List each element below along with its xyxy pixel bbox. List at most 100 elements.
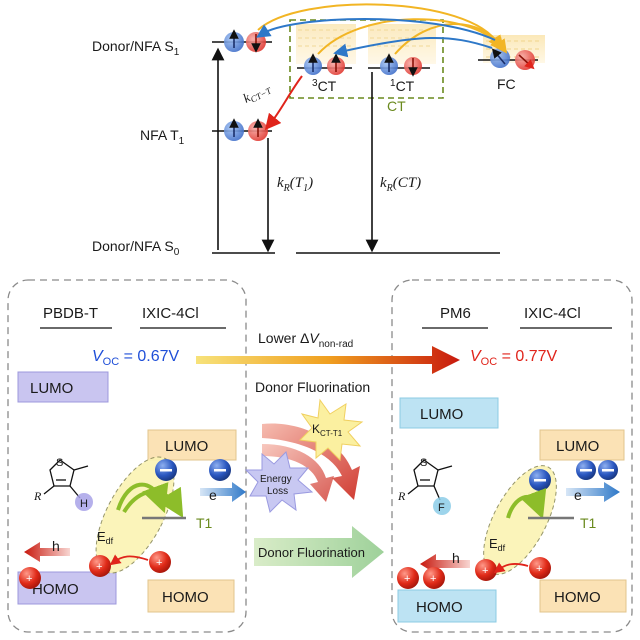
t1-level-label: NFA T1 bbox=[140, 127, 185, 147]
left-acceptor-name: IXIC-4Cl bbox=[142, 305, 199, 322]
right-f-atom-highlight bbox=[433, 497, 451, 515]
right-thiophene-molecule bbox=[407, 459, 453, 501]
ct-box bbox=[289, 19, 444, 99]
s1-level-label: Donor/NFA S1 bbox=[92, 38, 180, 58]
kr-t1-label: kR(T1) bbox=[277, 175, 313, 194]
right-edf-label: Edf bbox=[489, 536, 506, 553]
svg-text:+: + bbox=[482, 565, 488, 577]
s0-level-label: Donor/NFA S0 bbox=[92, 238, 180, 258]
right-voc-value: VOC = 0.77V bbox=[470, 348, 558, 368]
left-acceptor-homo-label: HOMO bbox=[162, 589, 209, 606]
energy-flow-arrow-2 bbox=[262, 444, 334, 502]
3ct-spin-pair bbox=[304, 53, 345, 75]
3ct-label: 3CT bbox=[312, 78, 337, 94]
right-donor-lumo bbox=[399, 397, 499, 429]
left-edf-label: Edf bbox=[97, 529, 114, 546]
left-thiophene-molecule bbox=[43, 459, 89, 499]
energy-loss-label-2: Loss bbox=[267, 486, 288, 497]
right-donor-lumo-label: LUMO bbox=[420, 406, 463, 423]
right-donor-homo-label: HOMO bbox=[416, 599, 463, 616]
left-h-label: h bbox=[52, 538, 60, 554]
right-panel-frame bbox=[391, 279, 633, 633]
right-hole-4 bbox=[529, 557, 551, 579]
left-acceptor-homo bbox=[147, 579, 235, 613]
left-hole-transfer-arrow bbox=[24, 542, 70, 562]
right-r-group: R bbox=[397, 489, 406, 503]
right-acceptor-homo-label: HOMO bbox=[554, 589, 601, 606]
left-green-arrow-2 bbox=[122, 486, 184, 518]
right-donor-name: PM6 bbox=[440, 305, 471, 322]
left-hole-hop-arrow bbox=[109, 554, 149, 566]
energy-flow-arrow-1 bbox=[262, 423, 360, 500]
left-hole-1 bbox=[19, 567, 41, 589]
right-f-atom: F bbox=[438, 502, 445, 514]
kct-t-arrow bbox=[264, 75, 303, 131]
right-acceptor-lumo bbox=[539, 429, 625, 461]
s1-to-fc-arrow bbox=[257, 3, 502, 51]
left-h-atom: H bbox=[80, 498, 88, 510]
middle-section: Lower ΔVnon-rad Donor Fluorination KCT-T… bbox=[196, 330, 460, 578]
donor-fluorination-label-top: Donor Fluorination bbox=[255, 379, 370, 395]
right-hole-hop-arrow bbox=[493, 562, 529, 574]
left-r-group: R bbox=[33, 489, 42, 503]
right-acceptor-name: IXIC-4Cl bbox=[524, 305, 581, 322]
donor-fluorination-arrow bbox=[254, 526, 384, 578]
left-donor-name: PBDB-T bbox=[43, 305, 98, 322]
left-panel-frame bbox=[7, 279, 247, 633]
3ct-to-fc-arrow bbox=[317, 18, 505, 55]
right-t1-label: T1 bbox=[580, 515, 597, 531]
lower-voltage-loss-label: Lower ΔVnon-rad bbox=[258, 330, 353, 350]
right-hole-3 bbox=[475, 559, 497, 581]
kct-t1-label: KCT-T1 bbox=[312, 422, 343, 438]
right-acceptor-lumo-label: LUMO bbox=[556, 438, 599, 455]
left-donor-homo-label: HOMO bbox=[32, 581, 79, 598]
right-h-label: h bbox=[452, 550, 460, 566]
right-e-label: e bbox=[574, 487, 582, 503]
kct-t1-starburst bbox=[298, 398, 364, 462]
svg-text:+: + bbox=[26, 573, 32, 585]
left-acceptor-lumo-label: LUMO bbox=[165, 438, 208, 455]
left-hole-2 bbox=[89, 555, 111, 577]
left-e-label: e bbox=[209, 487, 217, 503]
right-donor-homo bbox=[397, 589, 497, 623]
left-h-atom-highlight bbox=[75, 493, 93, 511]
jablonski-diagram: Donor/NFA S1 NFA T1 Donor/NFA S0 kR(T1) bbox=[92, 3, 545, 258]
donor-fluorination-label-bottom: Donor Fluorination bbox=[258, 545, 365, 560]
right-hole-1 bbox=[397, 567, 419, 589]
1ct-spin-pair bbox=[380, 53, 422, 77]
svg-text:+: + bbox=[536, 563, 542, 575]
right-hole-2 bbox=[423, 567, 445, 589]
ct-manifold bbox=[296, 24, 436, 64]
right-panel: PM6 IXIC-4Cl VOC = 0.77V LUMO LUMO HOMO … bbox=[397, 305, 627, 623]
left-t1-label: T1 bbox=[196, 515, 213, 531]
svg-text:+: + bbox=[156, 557, 162, 569]
fc-to-ct-arrow bbox=[333, 36, 493, 58]
fc-label: FC bbox=[497, 76, 516, 92]
fc-to-s1-arrow bbox=[256, 18, 496, 41]
left-voc-value: VOC = 0.67V bbox=[92, 348, 180, 368]
left-panel: PBDB-T IXIC-4Cl VOC = 0.67V LUMO LUMO HO… bbox=[17, 305, 246, 613]
left-hole-3 bbox=[149, 551, 171, 573]
s1-spin-pair bbox=[224, 29, 266, 53]
right-green-arrow bbox=[506, 487, 547, 520]
left-electron-transfer-arrow bbox=[200, 482, 246, 502]
ct-box-label: CT bbox=[387, 98, 406, 114]
kr-ct-label: kR(CT) bbox=[380, 175, 421, 194]
right-s-atom: S bbox=[420, 457, 427, 469]
energy-loss-label-1: Energy bbox=[260, 474, 292, 485]
kct-t-label: kCT−T bbox=[240, 79, 273, 108]
energy-loss-starburst bbox=[244, 451, 314, 513]
svg-text:+: + bbox=[430, 573, 436, 585]
voc-increase-arrow bbox=[196, 346, 460, 374]
svg-text:+: + bbox=[404, 573, 410, 585]
svg-text:+: + bbox=[96, 561, 102, 573]
left-acceptor-lumo bbox=[147, 429, 237, 461]
right-electron-transfer-arrow bbox=[566, 482, 620, 502]
left-donor-lumo-label: LUMO bbox=[30, 380, 73, 397]
left-s-atom: S bbox=[56, 457, 63, 469]
t1-spin-pair bbox=[224, 118, 268, 141]
1ct-label: 1CT bbox=[390, 78, 415, 94]
right-acceptor-homo bbox=[539, 579, 627, 613]
left-donor-lumo bbox=[17, 371, 109, 403]
